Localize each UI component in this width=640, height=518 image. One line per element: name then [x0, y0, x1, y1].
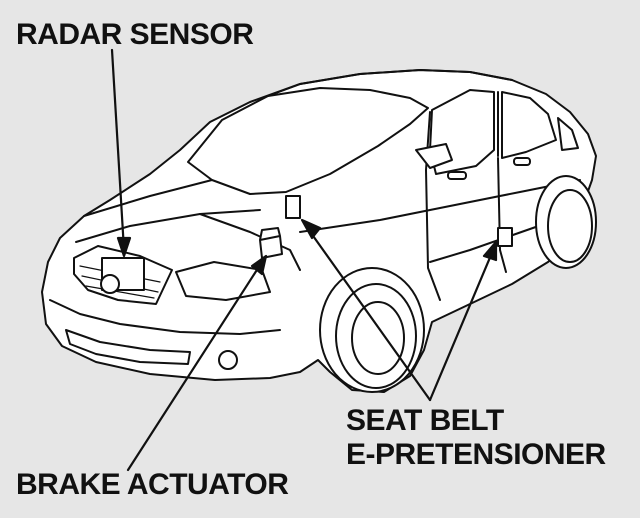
front-seat-pretensioner: [285, 195, 301, 219]
radar-leader-line: [110, 48, 126, 252]
front-door-handle: [447, 171, 467, 180]
hood-crease: [83, 179, 213, 217]
brake-leader-line: [126, 260, 264, 472]
seat-leader-arrowhead-front: [300, 218, 322, 240]
radar-sensor-lens: [100, 274, 120, 294]
brake-actuator-label: BRAKE ACTUATOR: [16, 468, 289, 501]
lower-body-line: [429, 221, 551, 263]
body-side-line: [299, 179, 581, 233]
rear-seat-pretensioner: [497, 227, 513, 247]
seat-leader-arrowhead-rear: [482, 240, 498, 262]
seat-leader-line-rear: [428, 246, 496, 402]
roof-line: [267, 69, 513, 97]
rear-side-window: [501, 91, 557, 159]
windshield: [187, 87, 429, 195]
hood-edge: [75, 209, 261, 243]
quarter-window: [557, 117, 579, 151]
lower-grille: [65, 329, 191, 365]
fog-light: [218, 350, 238, 370]
front-door-seam: [425, 111, 441, 301]
brake-actuator-unit: [259, 227, 283, 259]
radar-leader-arrowhead: [116, 236, 132, 258]
brake-leader-arrowhead: [250, 254, 268, 276]
headlight: [175, 261, 271, 301]
seat-belt-label-line2: E-PRETENSIONER: [346, 438, 606, 471]
radar-sensor-label: RADAR SENSOR: [16, 18, 254, 51]
front-bumper: [49, 299, 281, 335]
seat-belt-pretensioner-label: SEAT BELT E-PRETENSIONER: [346, 404, 606, 472]
leader-lines: [110, 48, 498, 472]
front-rim: [351, 301, 405, 375]
seat-belt-label-line1: SEAT BELT: [346, 404, 504, 437]
rear-door-seam: [497, 157, 507, 273]
seat-leader-line-front: [304, 224, 432, 402]
front-tire: [335, 283, 417, 389]
rear-door-handle: [513, 157, 531, 166]
rear-tire: [547, 189, 593, 263]
side-mirror: [415, 143, 453, 169]
